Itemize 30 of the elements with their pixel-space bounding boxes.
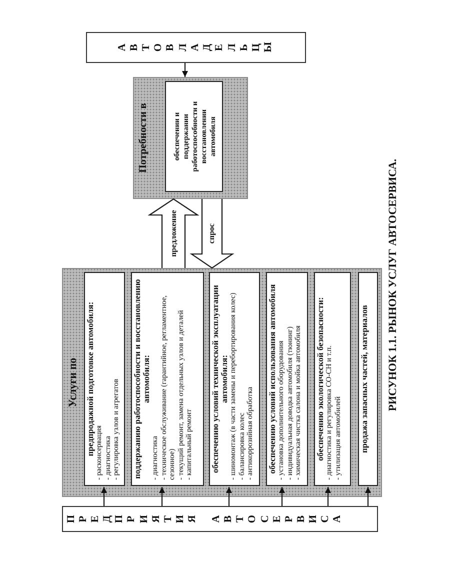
arrow	[226, 487, 232, 506]
needs-box	[165, 81, 223, 192]
arrow	[365, 487, 371, 506]
needs-panel	[133, 77, 248, 199]
services-panel	[62, 268, 382, 497]
arrow	[159, 487, 165, 506]
figure-caption: РИСУНОК 1.1. РЫНОК УСЛУГ АВТОСЕРВИСА.	[387, 158, 400, 412]
service-box	[358, 272, 378, 486]
service-heading: продажа запасных частей, материалов	[360, 304, 369, 454]
service-box	[209, 272, 260, 486]
service-box	[266, 272, 308, 486]
category-column	[86, 32, 306, 63]
panel-title: Услуги по	[67, 358, 80, 408]
service-heading: обеспечению условий использования автомобиля	[268, 284, 277, 474]
arrow	[101, 487, 107, 506]
arrow	[279, 487, 285, 506]
arrow	[325, 487, 331, 506]
panel-title: Потребности в	[137, 103, 150, 173]
service-heading: обеспечению экологической безопасности:	[316, 297, 325, 461]
edge-label: спрос	[207, 222, 217, 245]
service-heading: поддержанию работоспособности и восстановлению автомобиля:	[133, 278, 151, 481]
service-box	[84, 272, 125, 486]
category-column	[62, 506, 378, 532]
service-heading: обеспечению условий технической эксплуатации автомобиля:	[211, 284, 229, 476]
service-box	[314, 272, 351, 486]
vertical-label: ПРЕДПРИЯТИЯ АВТОСЕРВИСА	[66, 514, 344, 524]
vertical-label: АВТОВЛАДЕЛЬЦЫ	[116, 42, 276, 52]
service-heading: предпродажной подготовке автомобиля:	[86, 302, 95, 456]
service-box	[131, 272, 204, 486]
arrow	[182, 63, 188, 77]
